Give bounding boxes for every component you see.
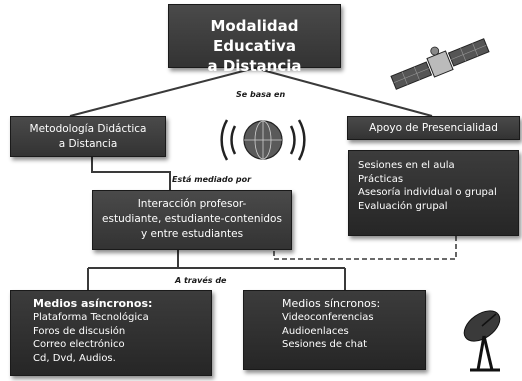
label-se-basa-en: Se basa en — [236, 90, 286, 99]
interaccion-line2: estudiante, estudiante-contenidos — [102, 213, 282, 225]
connector-metodologia-interaccion — [91, 157, 171, 192]
sincronos-item: Sesiones de chat — [282, 339, 368, 350]
interaccion-line3: y entre estudiantes — [140, 228, 244, 240]
main-title-box: Modalidad Educativa a Distancia — [168, 4, 341, 75]
sincronos-box: Medios síncronos: Videoconferencias Audi… — [243, 290, 426, 370]
interaccion-line1: Interacción profesor- — [137, 198, 247, 210]
connector-title-right — [254, 67, 433, 117]
apoyo-item: Prácticas — [358, 173, 404, 185]
asincronos-item: Foros de discusión — [33, 325, 126, 337]
apoyo-item: Asesoría individual o grupal — [358, 187, 497, 198]
connector-title-left — [69, 67, 256, 117]
sincronos-item: Videoconferencias — [282, 312, 374, 323]
broadcast-globe-icon — [220, 119, 306, 161]
label-a-traves-de: A través de — [175, 276, 227, 285]
apoyo-title-box: Apoyo de Presencialidad — [347, 116, 520, 140]
asincronos-title: Medios asíncronos: — [33, 297, 153, 310]
asincronos-box: Medios asíncronos: Plataforma Tecnológic… — [10, 290, 212, 376]
apoyo-item: Evaluación grupal — [358, 200, 448, 212]
label-esta-mediado-por: Está mediado por — [172, 175, 252, 184]
apoyo-list-box: Sesiones en el aula Prácticas Asesoría i… — [348, 150, 519, 236]
asincronos-item: Cd, Dvd, Audios. — [33, 352, 116, 364]
metodologia-line2: a Distancia — [58, 138, 118, 150]
apoyo-title: Apoyo de Presencialidad — [369, 122, 498, 134]
interaccion-box: Interacción profesor- estudiante, estudi… — [92, 190, 292, 250]
asincronos-item: Plataforma Tecnológica — [33, 312, 149, 323]
main-title-line1: Modalidad Educativa — [210, 17, 299, 55]
metodologia-line1: Metodología Didáctica — [29, 123, 147, 135]
sincronos-title: Medios síncronos: — [282, 297, 381, 310]
main-title-line2: a Distancia — [207, 57, 302, 75]
dashed-connector-apoyo — [273, 236, 457, 260]
satellite-dish-icon — [463, 310, 501, 372]
satellite-icon — [390, 38, 490, 90]
asincronos-item: Correo electrónico — [33, 339, 125, 350]
apoyo-item: Sesiones en el aula — [358, 160, 455, 171]
sincronos-item: Audioenlaces — [282, 325, 349, 337]
metodologia-box: Metodología Didáctica a Distancia — [10, 116, 166, 157]
